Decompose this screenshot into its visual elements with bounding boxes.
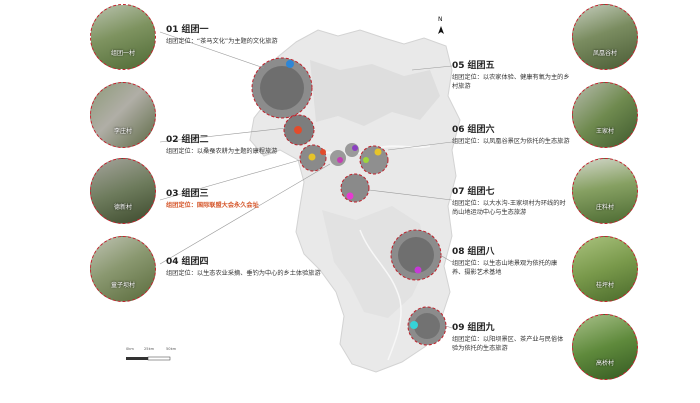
group-circle-03[interactable]: [299, 144, 327, 172]
group-circle-04[interactable]: [330, 150, 346, 166]
photo-group-09: 高桥村: [572, 314, 638, 380]
group-circle-08[interactable]: [390, 229, 442, 281]
group-num-07: 07: [452, 187, 465, 197]
group-desc-01: 组团定位：“茶马文化”为主题的文化旅游: [166, 38, 278, 45]
group-name-02: 组团二: [181, 135, 209, 145]
leader-08: [439, 254, 453, 263]
group-num-05: 05: [452, 61, 465, 71]
photo-label-09: 高桥村: [595, 360, 615, 367]
group-name-06: 组团六: [467, 125, 495, 135]
north-arrow: [438, 26, 444, 34]
group-name-04: 组团四: [181, 257, 209, 267]
scale-label-1: 25km: [144, 347, 155, 351]
group-num-01: 01: [166, 25, 179, 35]
scale-label-0: 0km: [126, 347, 134, 351]
leader-09: [445, 325, 453, 329]
group-circle-05[interactable]: [345, 143, 359, 157]
leader-04: [159, 163, 331, 265]
group-name-07: 组团七: [467, 187, 495, 197]
scale-label-2: 50km: [166, 347, 177, 351]
group-name-05: 组团五: [467, 61, 495, 71]
photo-group-06: 王家村: [572, 82, 638, 148]
group-desc-03: 组团定位：国际联盟大会永久会址: [166, 202, 259, 209]
photo-group-07: 庄料村: [572, 158, 638, 224]
photo-group-03: 德新村: [90, 158, 156, 224]
leader-05: [411, 65, 453, 71]
group-desc-09: 组团定位：以阳坝景区、茶产业与民俗体验为依托的生态旅游: [452, 336, 564, 352]
group-desc-04: 组团定位：以生态农业采摘、垂钓为中心的乡土体验旅游: [166, 270, 321, 277]
photo-label-06: 王家村: [595, 128, 615, 135]
photo-group-04: 童子坝村: [90, 236, 156, 302]
photo-group-01: 组团一村: [90, 4, 156, 70]
photo-group-05: 凤凰谷村: [572, 4, 638, 70]
group-desc-05: 组团定位：以农家体验、健康有氧为主的乡村旅游: [452, 74, 570, 90]
photo-label-03: 德新村: [113, 204, 133, 211]
photo-group-08: 桂坪村: [572, 236, 638, 302]
photo-label-07: 庄料村: [595, 204, 615, 211]
group-circle-09[interactable]: [407, 306, 447, 346]
group-circle-07[interactable]: [340, 173, 370, 203]
group-name-08: 组团八: [467, 247, 495, 257]
group-desc-07: 组团定位：以大水沟-王家坝村为环线的时尚山地运动中心与生态旅游: [452, 200, 566, 216]
photo-label-08: 桂坪村: [595, 282, 615, 289]
group-name-03: 组团三: [181, 189, 209, 199]
scale-bar: [126, 356, 171, 361]
group-circle-01[interactable]: [251, 57, 313, 119]
leader-03: [159, 159, 301, 201]
photo-group-02: 李庄村: [90, 82, 156, 148]
group-num-06: 06: [452, 125, 465, 135]
north-label: N: [438, 16, 443, 23]
group-desc-06: 组团定位：以凤凰谷景区为依托的生态旅游: [452, 138, 570, 145]
group-name-01: 组团一: [181, 25, 209, 35]
group-name-09: 组团九: [467, 323, 495, 333]
group-num-04: 04: [166, 257, 179, 267]
group-circle-06[interactable]: [359, 145, 389, 175]
photo-label-01: 组团一村: [110, 50, 136, 57]
leader-07: [368, 189, 453, 201]
group-desc-02: 组团定位：以桑蚕农耕为主题的康程旅游: [166, 148, 278, 155]
group-num-09: 09: [452, 323, 465, 333]
leader-01: [159, 31, 265, 69]
group-num-03: 03: [166, 189, 179, 199]
group-circle-02[interactable]: [283, 114, 315, 146]
photo-label-04: 童子坝村: [110, 282, 136, 289]
leader-06: [387, 141, 453, 151]
photo-label-02: 李庄村: [113, 128, 133, 135]
photo-label-05: 凤凰谷村: [592, 50, 618, 57]
group-num-08: 08: [452, 247, 465, 257]
group-desc-08: 组团定位：以生态山地景观为依托的康养、摄影艺术基地: [452, 260, 558, 276]
leader-02: [159, 127, 287, 143]
group-num-02: 02: [166, 135, 179, 145]
